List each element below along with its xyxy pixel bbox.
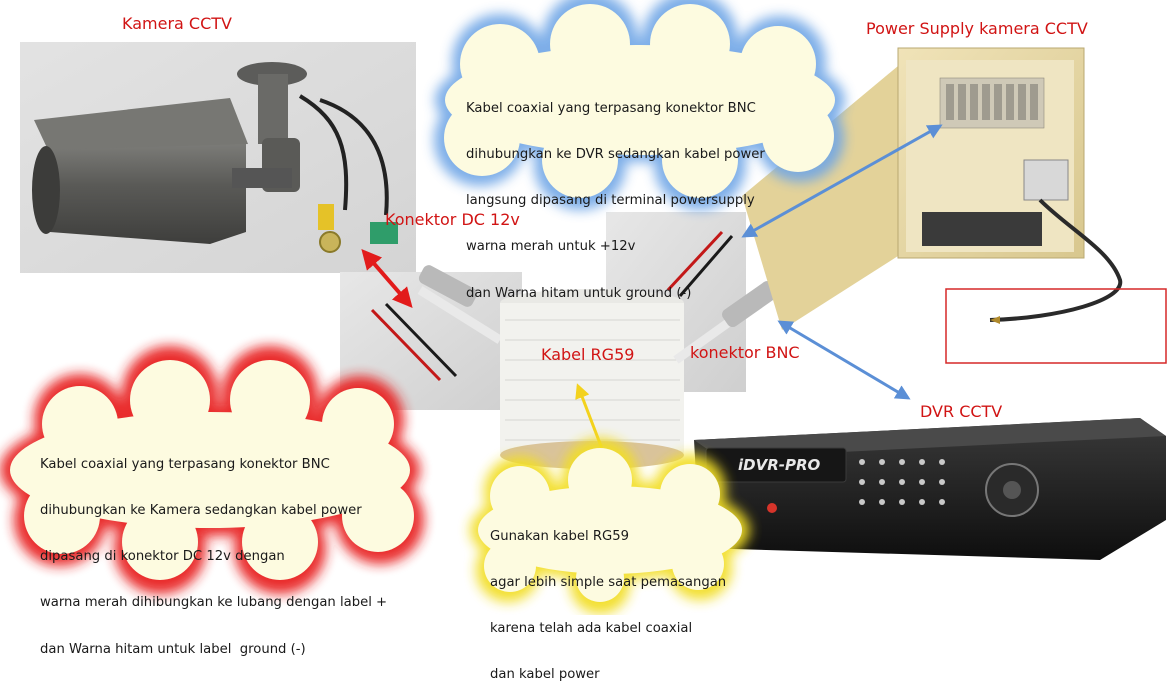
note-bottom-line: dan kabel power [490,667,600,683]
note-bottom-line: Gunakan kabel RG59 [490,528,630,544]
bnc-connector-label: konektor BNC [690,343,800,362]
note-left-line: Kabel coaxial yang terpasang konektor BN… [40,456,330,472]
arrow-bnc-to-dvr [777,320,911,400]
note-cloud-left [0,346,424,594]
arrow-camera-to-dc [361,248,413,309]
camera-photo [20,42,416,273]
arrow-supply-to-cable [741,124,943,238]
cable-label: Kabel RG59 [541,345,635,364]
note-top-line: warna merah untuk +12v [466,239,636,255]
note-bottom-line: karena telah ada kabel coaxial [490,621,693,637]
note-cloud-bottom [470,438,750,614]
note-bottom-line: agar lebih simple saat pemasangan [490,575,727,591]
dvr-brand-text: iDVR-PRO [738,456,821,474]
note-top-line: langsung dipasang di terminal powersuppl… [466,193,755,209]
note-cloud-top [434,0,845,210]
cable-photo [340,212,778,469]
dc-connector-label: Konektor DC 12v [385,210,520,229]
note-top-line: dan Warna hitam untuk ground (-) [466,285,692,301]
dvr-label: DVR CCTV [920,402,1003,421]
camera-label: Kamera CCTV [122,14,232,33]
note-top-line: Kabel coaxial yang terpasang konektor BN… [466,100,756,116]
note-left-line: dihubungkan ke Kamera sedangkan kabel po… [40,503,362,519]
power-supply-label: Power Supply kamera CCTV [866,19,1088,38]
note-top-line: dihubungkan ke DVR sedangkan kabel power [466,147,765,163]
note-left-line: warna merah dihibungkan ke lubang dengan… [40,595,388,611]
plug-highlight-box [945,288,1167,364]
note-left-line: dipasang di konektor DC 12v dengan [40,549,285,565]
diagram-canvas [0,0,1167,614]
dvr-photo [694,418,1166,560]
note-top-text: Kabel coaxial yang terpasang konektor BN… [466,70,765,317]
note-left-line: dan Warna hitam untuk label ground (-) [40,641,306,657]
note-bottom-text: Gunakan kabel RG59 agar lebih simple saa… [490,498,726,698]
note-left-text: Kabel coaxial yang terpasang konektor BN… [40,426,387,673]
